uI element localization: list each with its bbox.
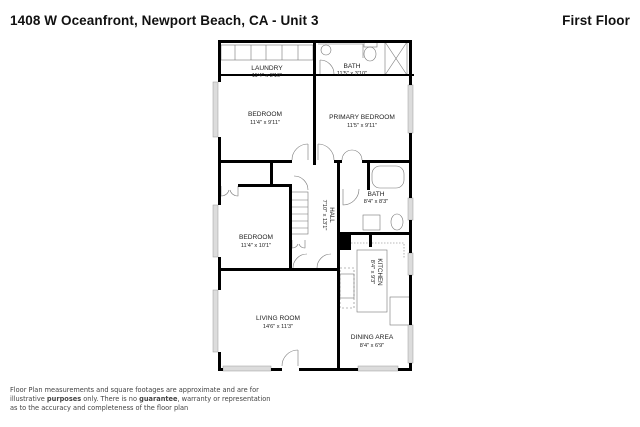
disclaimer-line-3: as to the accuracy and completeness of t… (10, 404, 189, 412)
room-name-bedroom-1: BEDROOM (248, 111, 282, 118)
walls (218, 40, 414, 371)
room-name-bedroom-2: BEDROOM (239, 234, 273, 241)
room-name-living-room: LIVING ROOM (256, 315, 300, 322)
fixtures (220, 41, 411, 367)
disclaimer: Floor Plan measurements and square foota… (10, 386, 330, 413)
room-size-bedroom-1: 11'4" x 9'11" (250, 120, 280, 126)
room-name-primary-bedroom: PRIMARY BEDROOM (329, 114, 395, 121)
disclaimer-text: illustrative (10, 395, 47, 403)
room-size-bath-mid: 8'4" x 8'3" (364, 199, 388, 205)
room-size-hall: 7'10" x 13'1" (321, 200, 327, 231)
plan-title: 1408 W Oceanfront, Newport Beach, CA - U… (10, 13, 319, 28)
room-size-laundry: 11'4" x 3'10" (252, 73, 282, 79)
room-name-bath-top: BATH (343, 63, 360, 70)
room-size-bath-top: 11'5" x 3'10" (337, 71, 367, 77)
room-name-dining-area: DINING AREA (351, 334, 394, 341)
room-name-kitchen: KITCHEN (376, 258, 383, 285)
room-size-bedroom-2: 11'4" x 10'1" (241, 243, 271, 249)
room-size-living-room: 14'6" x 11'3" (263, 324, 293, 330)
room-labels: LAUNDRY 11'4" x 3'10" BATH 11'5" x 3'10"… (239, 63, 395, 349)
disclaimer-text: only. There is no (81, 395, 140, 403)
room-name-laundry: LAUNDRY (251, 65, 283, 72)
disclaimer-emphasis: guarantee (139, 395, 178, 403)
floor-label: First Floor (562, 13, 630, 28)
disclaimer-line-1: Floor Plan measurements and square foota… (10, 386, 259, 394)
windows (212, 81, 414, 372)
room-size-primary-bedroom: 11'5" x 9'11" (347, 123, 377, 129)
room-size-dining-area: 8'4" x 6'9" (360, 343, 384, 349)
room-size-kitchen: 8'4" x 9'3" (369, 260, 375, 284)
room-name-hall: HALL (328, 207, 335, 223)
disclaimer-line-2: illustrative purposes only. There is no … (10, 395, 330, 404)
disclaimer-text: , warranty or representation (177, 395, 271, 403)
disclaimer-emphasis: purposes (46, 395, 82, 403)
room-name-bath-mid: BATH (367, 191, 384, 198)
